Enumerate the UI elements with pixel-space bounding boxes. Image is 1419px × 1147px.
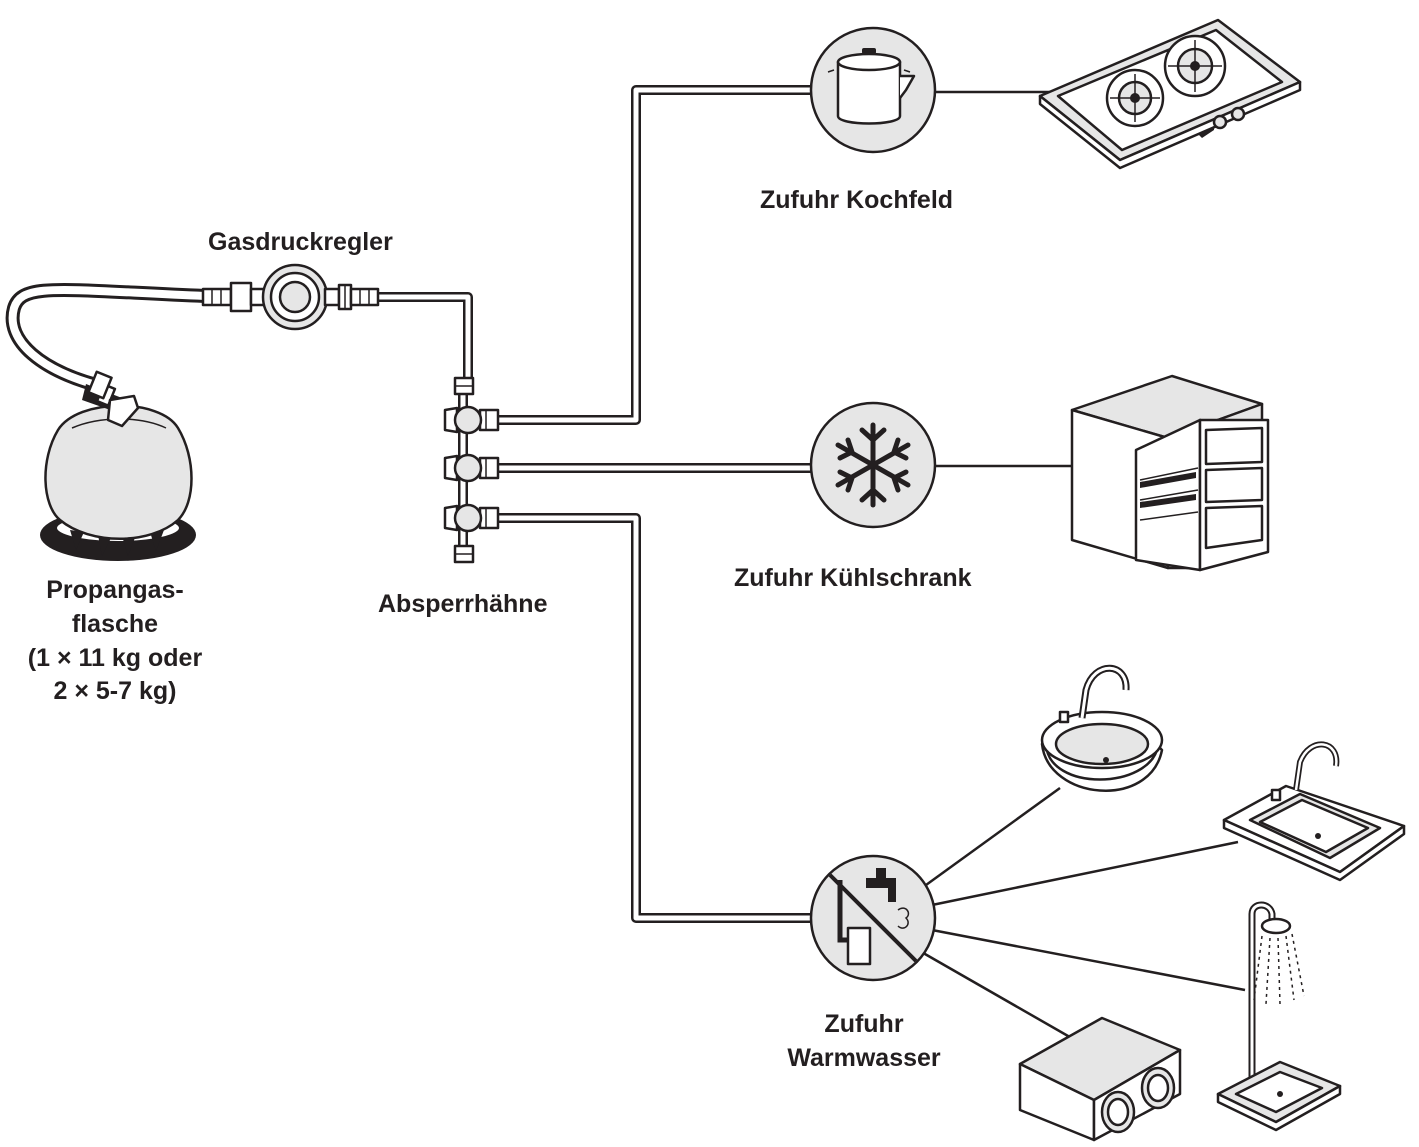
cooking-pot-icon xyxy=(809,26,937,154)
shower-appliance xyxy=(1216,901,1342,1132)
shutoff-valves-label-text: Absperrhähne xyxy=(378,590,548,618)
valve-cooktop xyxy=(443,405,500,435)
propane-cylinder-label-line4: 2 × 5-7 kg) xyxy=(53,677,177,706)
fridge-shelves xyxy=(1139,467,1199,521)
gas-regulator-label: Gasdruckregler xyxy=(208,226,393,260)
fridge-appliance xyxy=(1070,374,1270,572)
propane-cylinder xyxy=(40,370,196,561)
water-heater-tap-icon xyxy=(809,854,937,982)
valve-hot-water xyxy=(443,503,500,533)
hot-water-supply-label-line1: Zufuhr xyxy=(824,1010,904,1038)
shutoff-valves xyxy=(443,376,500,564)
cooktop-supply-label: Zufuhr Kochfeld xyxy=(760,184,953,218)
gas-regulator xyxy=(201,263,380,331)
cooktop-appliance xyxy=(1038,18,1302,170)
shutoff-valves-label: Absperrhähne xyxy=(378,588,547,622)
cooktop-supply-label-text: Zufuhr Kochfeld xyxy=(760,186,954,214)
cylinder-valve xyxy=(82,370,140,428)
appliance-wires xyxy=(917,90,1246,1042)
pipe-cooktop xyxy=(497,85,812,425)
hot-water-supply-label: Zufuhr Warmwasser xyxy=(764,1008,964,1076)
hot-water-supply-label-line2: Warmwasser xyxy=(787,1043,941,1072)
propane-cylinder-label-line2: flasche xyxy=(71,609,159,638)
valve-fridge xyxy=(443,453,500,483)
pipe-regulator-to-manifold xyxy=(378,292,473,378)
round-sink-appliance xyxy=(1040,664,1164,792)
hose xyxy=(5,282,206,395)
propane-cylinder-label-line1: Propangas- xyxy=(46,576,184,604)
boiler-appliance xyxy=(1018,1016,1182,1142)
fridge-supply-label: Zufuhr Kühlschrank xyxy=(734,562,972,596)
fridge-supply-label-text: Zufuhr Kühlschrank xyxy=(734,564,972,592)
propane-cylinder-label: Propangas- flasche (1 × 11 kg oder 2 × 5… xyxy=(4,574,226,709)
gas-regulator-label-text: Gasdruckregler xyxy=(208,228,393,256)
kitchen-sink-appliance xyxy=(1222,741,1406,882)
snowflake-icon xyxy=(809,401,937,529)
propane-cylinder-label-line3: (1 × 11 kg oder xyxy=(27,643,203,672)
